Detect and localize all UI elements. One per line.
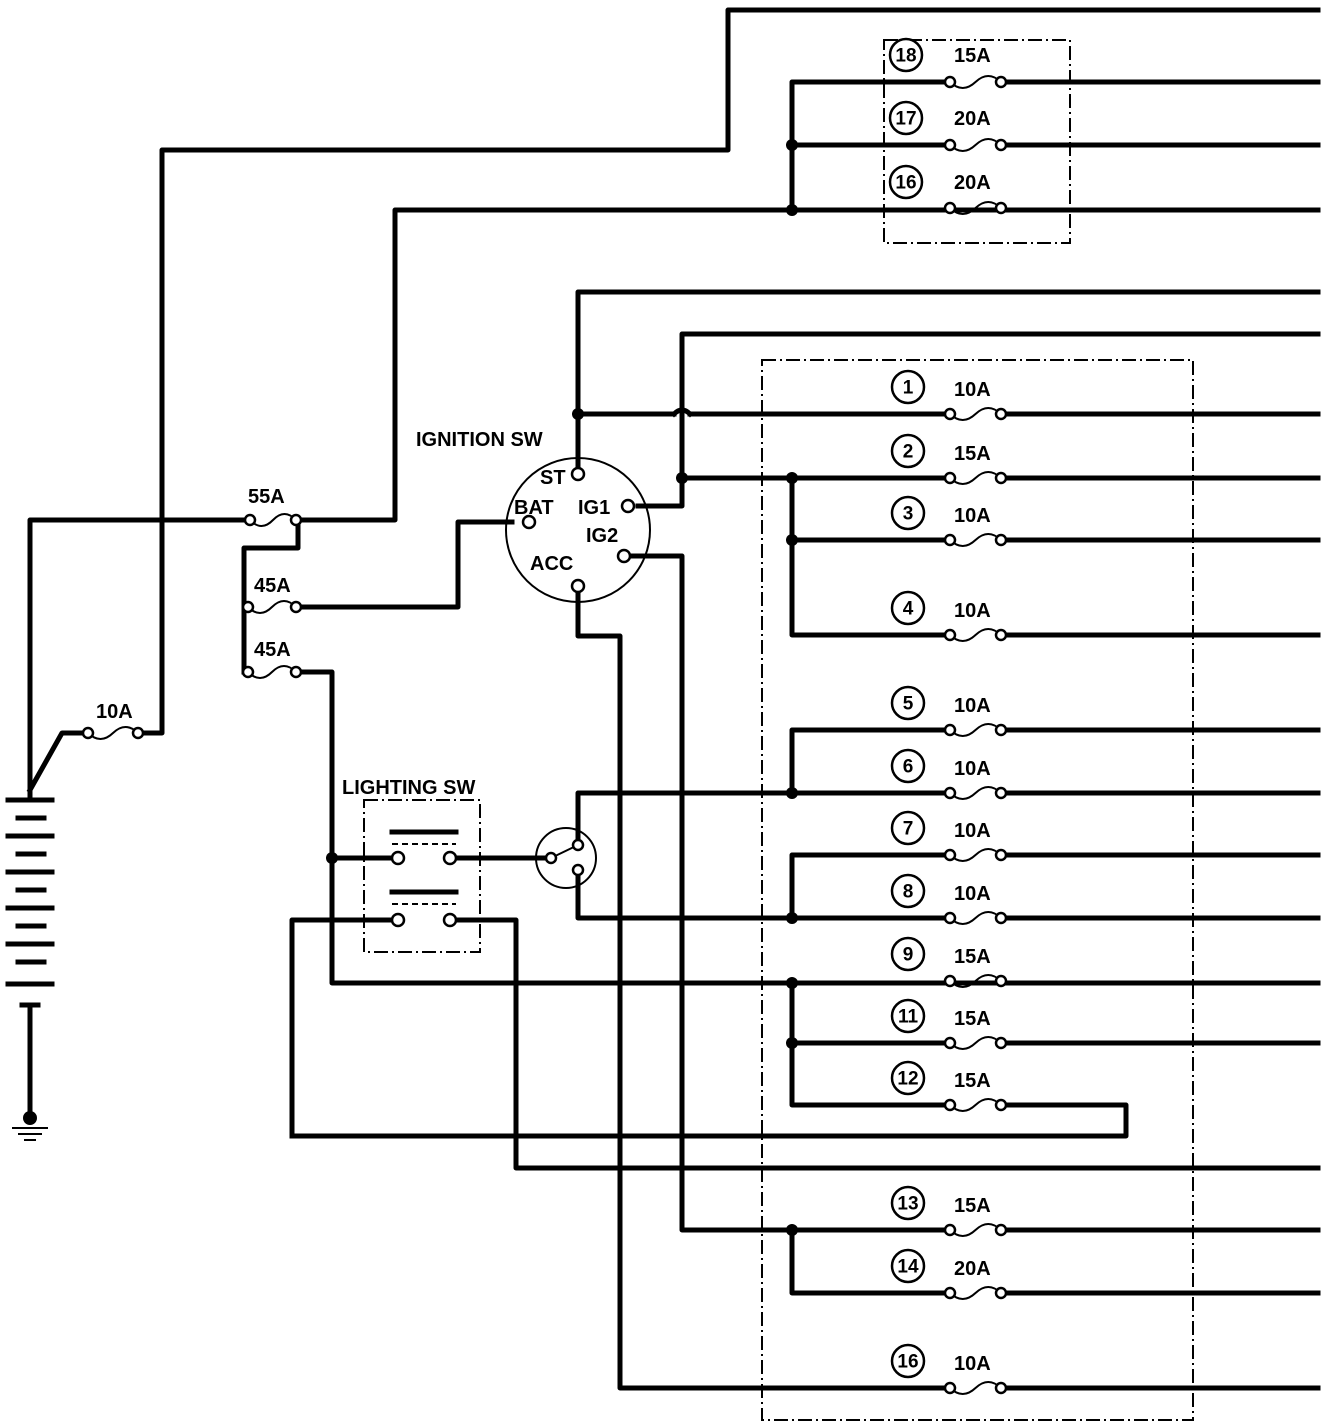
lower-fuse-rating-10: 15A [954, 1070, 991, 1092]
lower-fuse-9-8 [943, 974, 1008, 988]
lower-fuse-number-5-ring [890, 748, 926, 784]
battery-symbol [5, 797, 55, 1008]
lower-fuse-rating-5: 10A [954, 758, 991, 780]
lighting-wires [289, 855, 1321, 1171]
lower-fuse-number-10: 12 [897, 1069, 918, 1090]
lower-fuse-number-12-ring [890, 1248, 926, 1284]
lower-fuse-number-11: 13 [897, 1194, 918, 1215]
upper-fuse-rating-17: 20A [954, 108, 991, 130]
main-fuse-55a [243, 513, 303, 527]
lighting-switch-contacts [389, 829, 459, 905]
lower-fuse-6-5 [943, 786, 1008, 800]
fuse-symbols [81, 75, 1008, 1395]
lower-fuse-number-2: 3 [903, 504, 914, 525]
terminal-ig1-label: IG1 [578, 497, 610, 519]
terminal-bat-label: BAT [514, 497, 554, 519]
lighting-switch [363, 799, 481, 953]
junction-dots [326, 139, 798, 1236]
upper-fuse-number-16-ring [888, 164, 924, 200]
switch-terminals [390, 466, 636, 928]
lower-fuse-rating-3: 10A [954, 600, 991, 622]
lower-fuse-rating-7: 10A [954, 883, 991, 905]
lighting-switch-label: LIGHTING SW [342, 777, 475, 799]
lower-fuse-8-7 [943, 911, 1008, 925]
lower-fuse-2-1 [943, 471, 1008, 485]
terminal-acc-label: ACC [530, 553, 573, 575]
lower-fuse-rating-9: 15A [954, 1008, 991, 1030]
lower-fuse-11-9 [943, 1036, 1008, 1050]
lower-fuse-number-12: 14 [897, 1257, 919, 1278]
lower-fuse-rating-4: 10A [954, 695, 991, 717]
upper-fuse-rating-18: 15A [954, 45, 991, 67]
lower-fuse-rating-0: 10A [954, 379, 991, 401]
lower-fuse-number-0: 1 [903, 378, 914, 399]
lower-fuse-number-11-ring [890, 1185, 926, 1221]
main-fuse-10a [81, 726, 145, 740]
upper-fuse-17 [943, 138, 1008, 152]
lower-fuse-rating-2: 10A [954, 505, 991, 527]
lower-fuse-number-3-ring [890, 590, 926, 626]
upper-fuse-number-18: 18 [895, 46, 916, 67]
lower-fuse-number-1: 2 [903, 442, 914, 463]
lower-fuse-number-13-ring [890, 1343, 926, 1379]
upper-fuse-number-18-ring [888, 37, 924, 73]
dimmer-wires [575, 727, 951, 1108]
output-wires [1000, 411, 1321, 1391]
main-fuse-45a-2 [241, 665, 303, 679]
ignition-switch-label: IGNITION SW [416, 429, 543, 451]
lower-fuse-number-3: 4 [903, 599, 914, 620]
lower-fuse-number-6: 7 [903, 819, 914, 840]
terminal-st-label: ST [540, 467, 566, 489]
lower-fuse-rating-12: 20A [954, 1258, 991, 1280]
lower-fuse-number-7: 8 [903, 882, 914, 903]
lower-fuse-number-2-ring [890, 495, 926, 531]
fuse-number-circles [888, 37, 926, 1379]
lower-fuse-5-4 [943, 723, 1008, 737]
main-fuse-45a-2-label: 45A [254, 639, 291, 661]
upper-fuse-box [883, 39, 1071, 244]
lower-fuse-number-8-ring [890, 936, 926, 972]
lower-fuse-12-10 [943, 1098, 1008, 1112]
lower-fuse-number-4: 5 [903, 694, 914, 715]
main-fuse-55a-label: 55A [248, 486, 285, 508]
lower-fuse-number-10-ring [890, 1060, 926, 1096]
main-fuse-10a-label: 10A [96, 701, 133, 723]
lower-fuse-number-13: 16 [897, 1352, 918, 1373]
lower-fuse-number-1-ring [890, 433, 926, 469]
lower-fuse-16-13 [943, 1381, 1008, 1395]
upper-fuse-number-17-ring [888, 100, 924, 136]
lower-fuse-3-2 [943, 533, 1008, 547]
terminal-ig2-label: IG2 [586, 525, 618, 547]
ground-symbol [12, 1002, 48, 1141]
lower-fuse-4-3 [943, 628, 1008, 642]
lower-fuse-number-5: 6 [903, 757, 914, 778]
upper-fuse-number-16: 16 [895, 173, 916, 194]
upper-fuse-16 [943, 201, 1008, 215]
lower-fuse-number-7-ring [890, 873, 926, 909]
lower-fuse-rating-8: 15A [954, 946, 991, 968]
lower-fuse-7-6 [943, 848, 1008, 862]
lower-fuse-number-4-ring [890, 685, 926, 721]
lower-fuse-13-11 [943, 1223, 1008, 1237]
upper-fuse-rating-16: 20A [954, 172, 991, 194]
lower-fuse-number-8: 9 [903, 945, 914, 966]
main-wires [26, 7, 1321, 986]
lower-fuse-box [761, 359, 1194, 1421]
lower-fuse-rating-6: 10A [954, 820, 991, 842]
lower-fuse-number-6-ring [890, 810, 926, 846]
upper-fuse-18 [943, 75, 1008, 89]
lower-fuse-rating-13: 10A [954, 1353, 991, 1375]
main-fuse-45a-1 [241, 600, 303, 614]
lower-fuse-1-0 [943, 407, 1008, 421]
upper-fuse-number-17: 17 [895, 109, 916, 130]
lower-fuse-number-9: 11 [898, 1007, 919, 1028]
lower-fuse-rating-1: 15A [954, 443, 991, 465]
lower-fuse-14-12 [943, 1286, 1008, 1300]
lower-fuse-number-0-ring [890, 369, 926, 405]
ignition-wires [575, 289, 1321, 1391]
main-fuse-45a-1-label: 45A [254, 575, 291, 597]
lower-fuse-rating-11: 15A [954, 1195, 991, 1217]
lower-fuse-number-9-ring [890, 998, 926, 1034]
